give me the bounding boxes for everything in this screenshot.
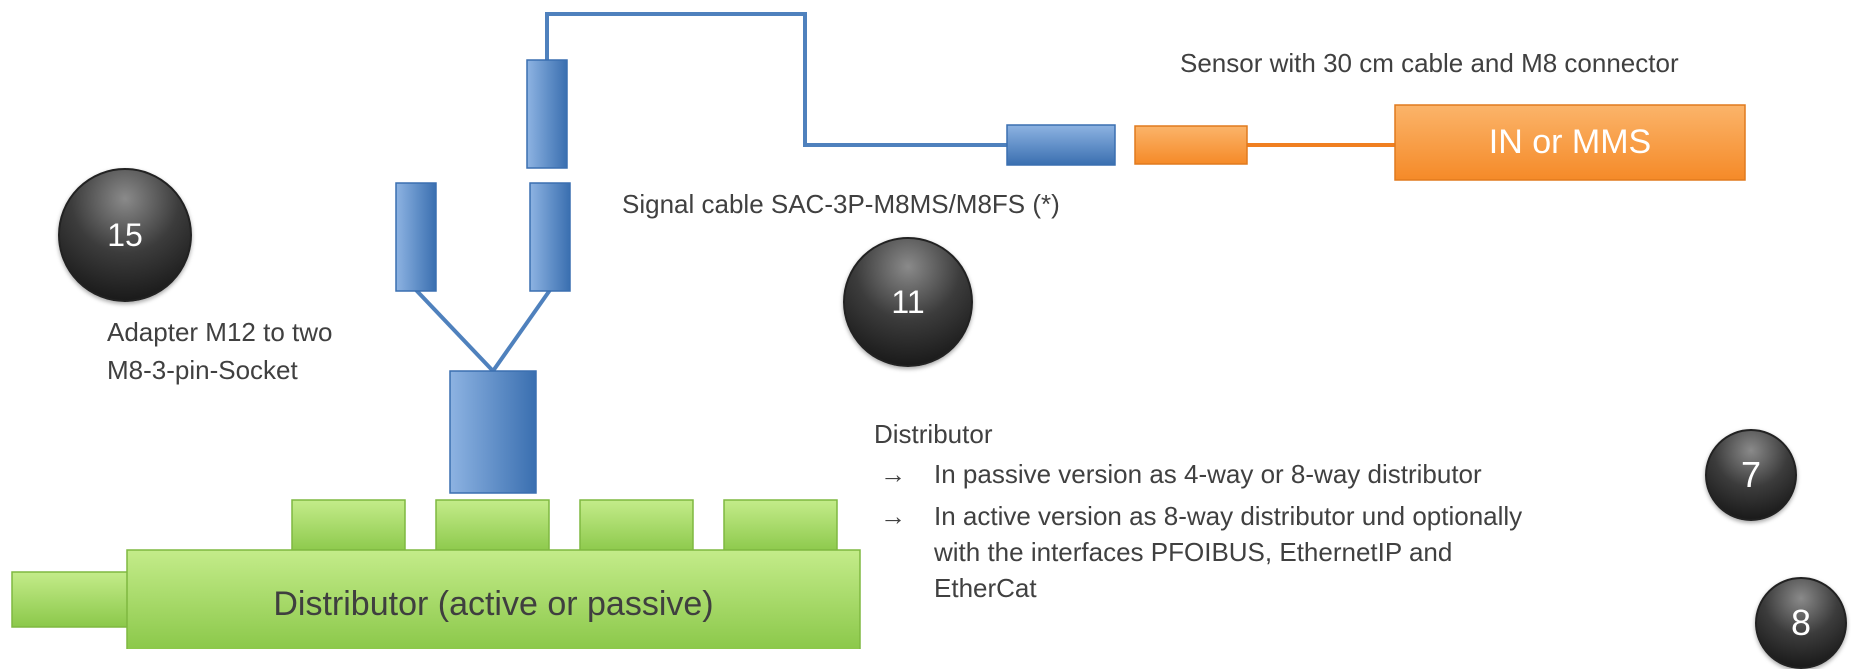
adapter-cable-left (414, 288, 495, 373)
bullet-line: In passive version as 4-way or 8-way dis… (934, 459, 1482, 489)
sensor-connector (1134, 125, 1248, 165)
badge-11: 11 (843, 237, 973, 367)
signal-cable-connector-top (526, 59, 568, 169)
distributor-bullet-list: → In passive version as 4-way or 8-way d… (880, 456, 1780, 606)
badge-8: 8 (1755, 577, 1847, 669)
distributor-port-2 (435, 499, 550, 554)
sensor-box (1394, 104, 1746, 181)
signal-cable-connector-right (1006, 124, 1116, 166)
sensor-box-label: IN or MMS (1488, 123, 1652, 161)
distributor-port-1 (291, 499, 406, 554)
badge-15: 15 (58, 168, 192, 302)
adapter-label-line1: Adapter M12 to two (107, 317, 333, 347)
wiring-diagram (11, 12, 1746, 649)
adapter-label-line2: M8-3-pin-Socket (107, 355, 298, 385)
distributor-body-label: Distributor (active or passive) (273, 584, 714, 623)
adapter-m8-socket-right (529, 182, 571, 292)
bullet-text: In passive version as 4-way or 8-way dis… (934, 456, 1780, 492)
adapter-m12-body (449, 370, 537, 494)
bullet-text: In active version as 8-way distributor u… (934, 498, 1780, 606)
distributor-port-3 (579, 499, 694, 554)
distributor-heading: Distributor (874, 419, 993, 449)
signal-cable-label: Signal cable SAC-3P-M8MS/M8FS (*) (622, 189, 1060, 219)
adapter-cable-right (491, 288, 552, 373)
distributor-body (126, 549, 861, 649)
signal-cable-line (545, 12, 1010, 147)
arrow-icon: → (880, 501, 906, 531)
bullet-item: → In passive version as 4-way or 8-way d… (880, 456, 1780, 492)
distributor-port-4 (723, 499, 838, 554)
adapter-m8-socket-left (395, 182, 437, 292)
arrow-icon: → (880, 459, 906, 489)
bullet-line: In active version as 8-way distributor u… (934, 501, 1523, 531)
bullet-line: with the interfaces PFOIBUS, EthernetIP … (934, 537, 1453, 567)
bullet-line: EtherCat (934, 573, 1037, 603)
bullet-item: → In active version as 8-way distributor… (880, 498, 1780, 606)
sensor-caption: Sensor with 30 cm cable and M8 connector (1180, 48, 1679, 78)
distributor-side-connector (11, 571, 133, 628)
badge-7: 7 (1705, 429, 1797, 521)
